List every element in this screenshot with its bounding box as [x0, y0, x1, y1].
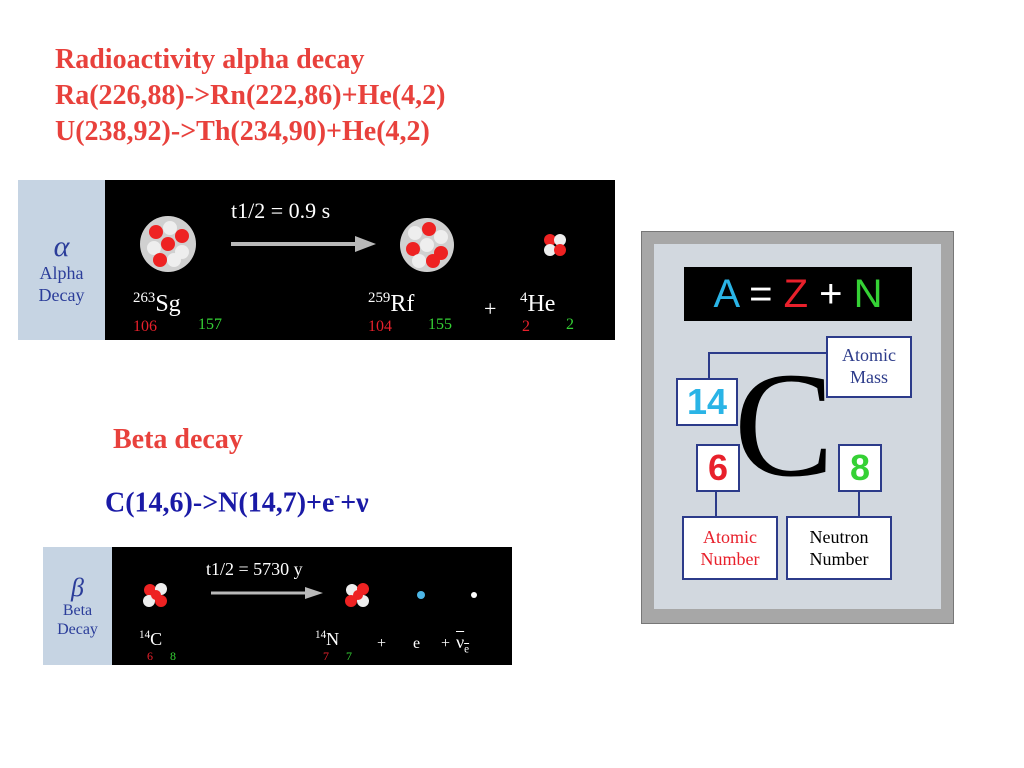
- rf-z: 104: [368, 318, 392, 335]
- sg-symbol: Sg: [155, 291, 181, 317]
- formula-eq: =: [749, 272, 773, 316]
- beta-plus-2: +: [441, 635, 451, 652]
- neutron-number-box: 8: [838, 444, 882, 492]
- element-symbol: C: [734, 342, 835, 508]
- alpha-side-label: α Alpha Decay: [18, 180, 105, 340]
- beta-arrow-icon: [211, 587, 323, 599]
- beta-equation-base: C(14,6)->N(14,7)+e: [105, 487, 335, 519]
- neutrino-symbol: ν: [456, 632, 465, 652]
- sg-mass: 263: [133, 290, 156, 306]
- he-z: 2: [522, 318, 530, 335]
- neutron-number-label-1: Neutron: [809, 527, 869, 547]
- beta-heading: Beta decay: [113, 424, 243, 455]
- neutron-number-label-2: Number: [809, 549, 869, 569]
- beta-side-label: β Beta Decay: [43, 547, 112, 665]
- title-line-3: U(238,92)->Th(234,90)+He(4,2): [55, 116, 430, 147]
- sg-z: 106: [133, 318, 157, 335]
- beta-electron-label: e: [413, 635, 421, 652]
- electron-icon: [417, 591, 425, 599]
- title-line-2: Ra(226,88)->Rn(222,86)+He(4,2): [55, 80, 446, 111]
- atomic-number-box: 6: [696, 444, 740, 492]
- alpha-symbol: α: [53, 230, 70, 263]
- alpha-label-2: Decay: [38, 285, 85, 305]
- connector-neutron: [858, 488, 860, 518]
- atomic-mass-label-1: Atomic: [842, 345, 896, 365]
- neutrino-icon: [471, 592, 477, 598]
- beta-symbol: β: [71, 573, 84, 602]
- title-block: Radioactivity alpha decay Ra(226,88)->Rn…: [55, 42, 445, 150]
- alpha-label-1: Alpha: [39, 263, 84, 283]
- alpha-decay-panel: α Alpha Decay t1/2 = 0.9 s 263Sg 106 157…: [18, 180, 615, 340]
- azn-diagram: A = Z + N Atomic Mass 14 C 6 8 Atomic Nu…: [641, 231, 954, 624]
- c-mass: 14: [139, 629, 151, 641]
- beta-equation-tail: +ν: [340, 487, 369, 519]
- c-notation: 14C: [139, 629, 162, 650]
- beta-label-1: Beta: [62, 602, 93, 619]
- formula-a: A: [713, 272, 738, 316]
- connector-number: [715, 488, 717, 518]
- neutrino-sub: e: [464, 643, 470, 656]
- atomic-number-label-1: Atomic: [703, 527, 757, 547]
- beta-halflife: t1/2 = 5730 y: [206, 559, 303, 579]
- he-n: 2: [566, 316, 574, 333]
- alpha-arrow-icon: [231, 236, 376, 252]
- c-z: 6: [147, 649, 153, 663]
- n-notation: 14N: [315, 629, 339, 650]
- helium-nucleus-icon: [544, 234, 566, 256]
- beta-equation: C(14,6)->N(14,7)+e-+ν: [105, 486, 369, 519]
- beta-plus-1: +: [377, 635, 387, 652]
- he-symbol: He: [527, 291, 556, 317]
- connector-mass-horizontal: [708, 352, 826, 354]
- atomic-mass-label-2: Mass: [849, 367, 888, 387]
- n-mass: 14: [315, 629, 327, 641]
- neutron-number-label: Neutron Number: [786, 516, 892, 580]
- nitrogen-nucleus-icon: [345, 583, 369, 607]
- beta-decay-panel: β Beta Decay t1/2 = 5730 y 14C 6 8 14N 7…: [43, 547, 512, 665]
- atomic-number-label-2: Number: [700, 549, 760, 569]
- azn-formula: A = Z + N: [684, 267, 912, 321]
- rf-notation: 259Rf: [368, 290, 414, 318]
- formula-plus: +: [819, 272, 843, 316]
- sg-nucleus-icon: [140, 216, 196, 272]
- rf-n: 155: [428, 316, 452, 333]
- he-notation: 4He: [520, 290, 555, 318]
- c-n: 8: [170, 649, 176, 663]
- n-n: 7: [346, 649, 352, 663]
- rf-mass: 259: [368, 290, 391, 306]
- beta-equation-sup: -: [334, 486, 341, 505]
- rf-symbol: Rf: [390, 291, 415, 317]
- carbon-nucleus-icon: [143, 583, 167, 607]
- alpha-halflife: t1/2 = 0.9 s: [231, 198, 331, 223]
- c-symbol: C: [150, 629, 163, 649]
- title-line-1: Radioactivity alpha decay: [55, 44, 365, 75]
- connector-mass-vertical: [708, 352, 710, 380]
- beta-label-2: Decay: [57, 621, 98, 638]
- alpha-plus: +: [484, 296, 497, 321]
- formula-n: N: [853, 272, 883, 316]
- n-z: 7: [323, 649, 329, 663]
- he-mass: 4: [520, 290, 528, 306]
- sg-notation: 263Sg: [133, 290, 181, 318]
- rf-nucleus-icon: [400, 218, 454, 272]
- n-symbol: N: [326, 629, 340, 649]
- mass-number-box: 14: [676, 378, 738, 426]
- sg-n: 157: [198, 316, 222, 333]
- beta-neutrino-label: νe: [456, 632, 469, 656]
- atomic-number-label: Atomic Number: [682, 516, 778, 580]
- formula-z: Z: [783, 272, 809, 316]
- atomic-mass-label: Atomic Mass: [826, 336, 912, 398]
